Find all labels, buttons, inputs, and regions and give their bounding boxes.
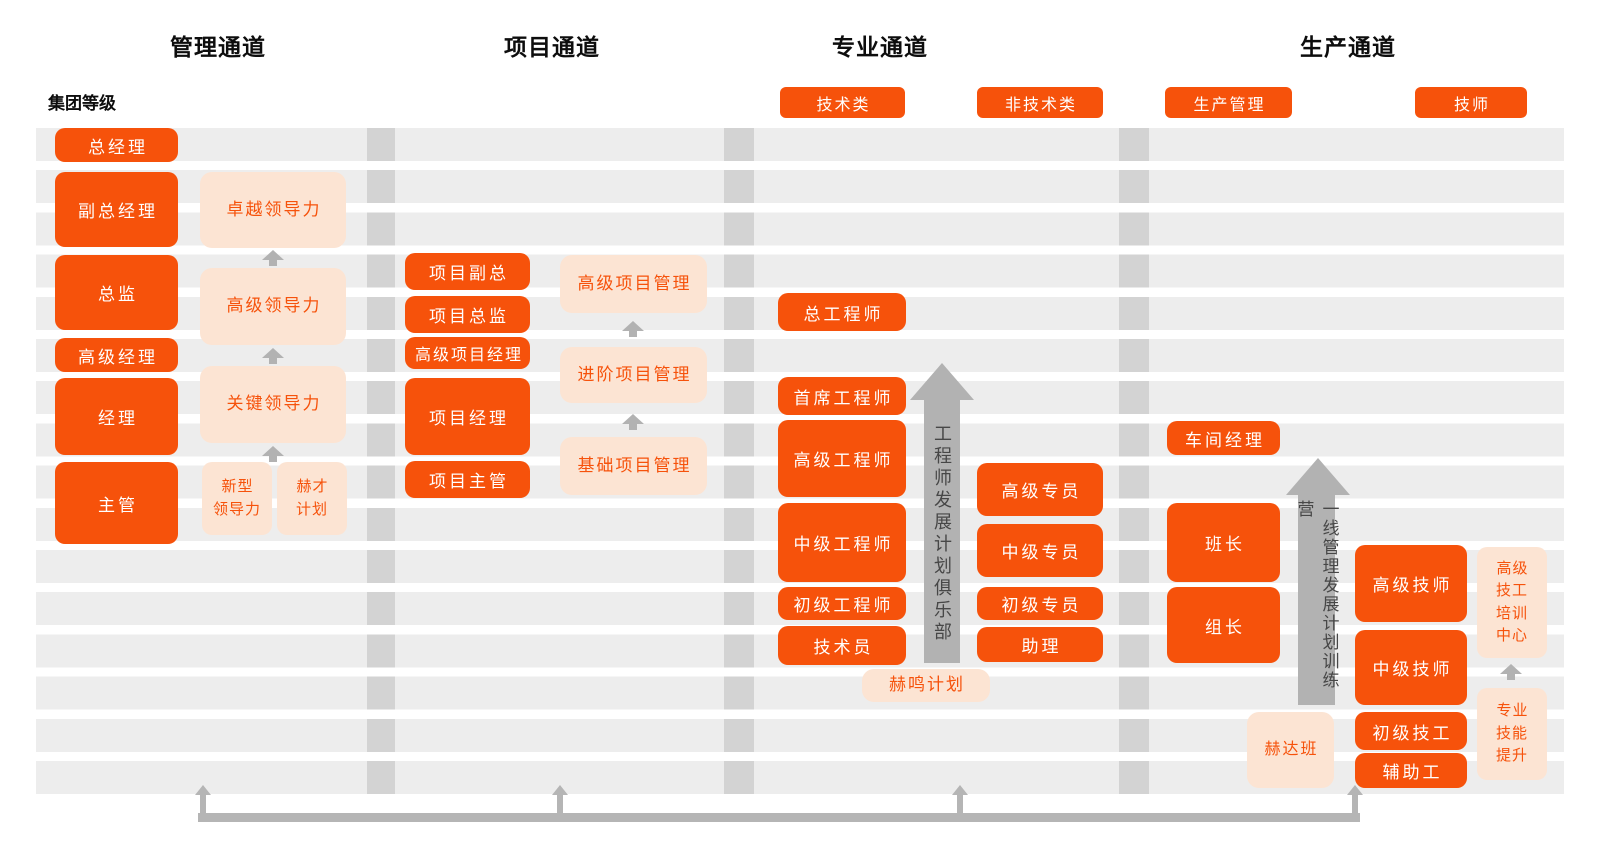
role-project-manager: 项目经理	[405, 378, 530, 455]
column-divider-1	[367, 128, 395, 794]
role-project-supervisor: 项目主管	[405, 461, 530, 498]
role-assistant: 助理	[977, 627, 1103, 662]
up-arrow-icon	[262, 250, 284, 266]
bottom-up-arrow-icon	[195, 785, 211, 795]
column-divider-2	[724, 128, 754, 794]
role-shift-leader: 班长	[1167, 503, 1280, 582]
header-professional-channel: 专业通道	[832, 34, 928, 60]
frontline-management-arrow-head	[1286, 458, 1350, 495]
role-workshop-manager: 车间经理	[1167, 421, 1280, 455]
program-heming-plan: 赫鸣计划	[862, 669, 990, 702]
bottom-connector-bar	[198, 813, 1360, 822]
role-project-deputy-gm: 项目副总	[405, 253, 530, 290]
up-arrow-icon	[262, 348, 284, 364]
up-arrow-icon	[622, 321, 644, 337]
role-supervisor: 主管	[55, 462, 178, 544]
role-senior-engineer: 高级工程师	[778, 420, 906, 497]
program-basic-project-management: 基础项目管理	[560, 437, 707, 495]
role-principal-engineer: 首席工程师	[778, 377, 906, 415]
role-project-director: 项目总监	[405, 296, 530, 333]
program-senior-project-management: 高级项目管理	[560, 255, 707, 313]
role-general-manager: 总经理	[55, 128, 178, 162]
role-auxiliary-worker: 辅助工	[1355, 753, 1467, 788]
program-advanced-project-management: 进阶项目管理	[560, 347, 707, 403]
up-arrow-icon	[262, 446, 284, 462]
bottom-up-arrow-shaft	[557, 794, 563, 814]
role-junior-worker: 初级技工	[1355, 712, 1467, 750]
bottom-up-arrow-icon	[1347, 785, 1363, 795]
category-production-management: 生产管理	[1165, 87, 1292, 118]
role-team-leader: 组长	[1167, 587, 1280, 663]
program-key-leadership: 关键领导力	[200, 366, 346, 443]
engineer-development-arrow-head	[910, 363, 974, 400]
program-senior-tech-training-center: 高级 技工 培训 中心	[1477, 547, 1547, 658]
engineer-development-arrow-shaft	[924, 399, 960, 663]
role-general-chief-engineer: 总工程师	[778, 293, 906, 331]
program-new-leadership: 新型 领导力	[202, 462, 272, 535]
program-hecai-plan: 赫才 计划	[277, 462, 347, 535]
program-excellent-leadership: 卓越领导力	[200, 172, 346, 248]
group-level-label: 集团等级	[48, 94, 116, 113]
category-non-technical: 非技术类	[977, 87, 1103, 118]
role-senior-specialist: 高级专员	[977, 463, 1103, 516]
bottom-up-arrow-shaft	[957, 794, 963, 814]
header-management-channel: 管理通道	[170, 34, 266, 60]
bottom-up-arrow-shaft	[200, 794, 206, 814]
bottom-up-arrow-icon	[952, 785, 968, 795]
program-skill-upgrade: 专业 技能 提升	[1477, 688, 1547, 780]
role-senior-manager: 高级经理	[55, 338, 178, 372]
role-deputy-general-manager: 副总经理	[55, 172, 178, 247]
role-senior-project-manager: 高级项目经理	[405, 337, 530, 369]
header-project-channel: 项目通道	[504, 34, 600, 60]
up-arrow-icon	[1500, 664, 1522, 680]
role-junior-specialist: 初级专员	[977, 587, 1103, 620]
category-technical: 技术类	[780, 87, 905, 118]
program-senior-leadership: 高级领导力	[200, 268, 346, 345]
engineer-development-arrow-label: 工程师发展计划俱乐部	[932, 424, 952, 644]
role-junior-engineer: 初级工程师	[778, 587, 906, 620]
program-heda-class: 赫达班	[1247, 712, 1334, 788]
up-arrow-icon	[622, 414, 644, 430]
bottom-up-arrow-shaft	[1352, 794, 1358, 814]
role-director: 总监	[55, 255, 178, 330]
role-mid-specialist: 中级专员	[977, 524, 1103, 577]
role-technician-member: 技术员	[778, 626, 906, 665]
header-production-channel: 生产通道	[1300, 34, 1396, 60]
category-technician: 技师	[1415, 87, 1527, 118]
role-mid-engineer: 中级工程师	[778, 503, 906, 582]
bottom-up-arrow-icon	[552, 785, 568, 795]
frontline-management-arrow-shaft	[1298, 494, 1335, 705]
role-mid-technician: 中级技师	[1355, 630, 1467, 705]
column-divider-3	[1119, 128, 1149, 794]
role-senior-technician: 高级技师	[1355, 545, 1467, 622]
role-manager: 经理	[55, 378, 178, 455]
frontline-management-arrow-label: 一线管理发展计划训练营	[1294, 500, 1339, 690]
